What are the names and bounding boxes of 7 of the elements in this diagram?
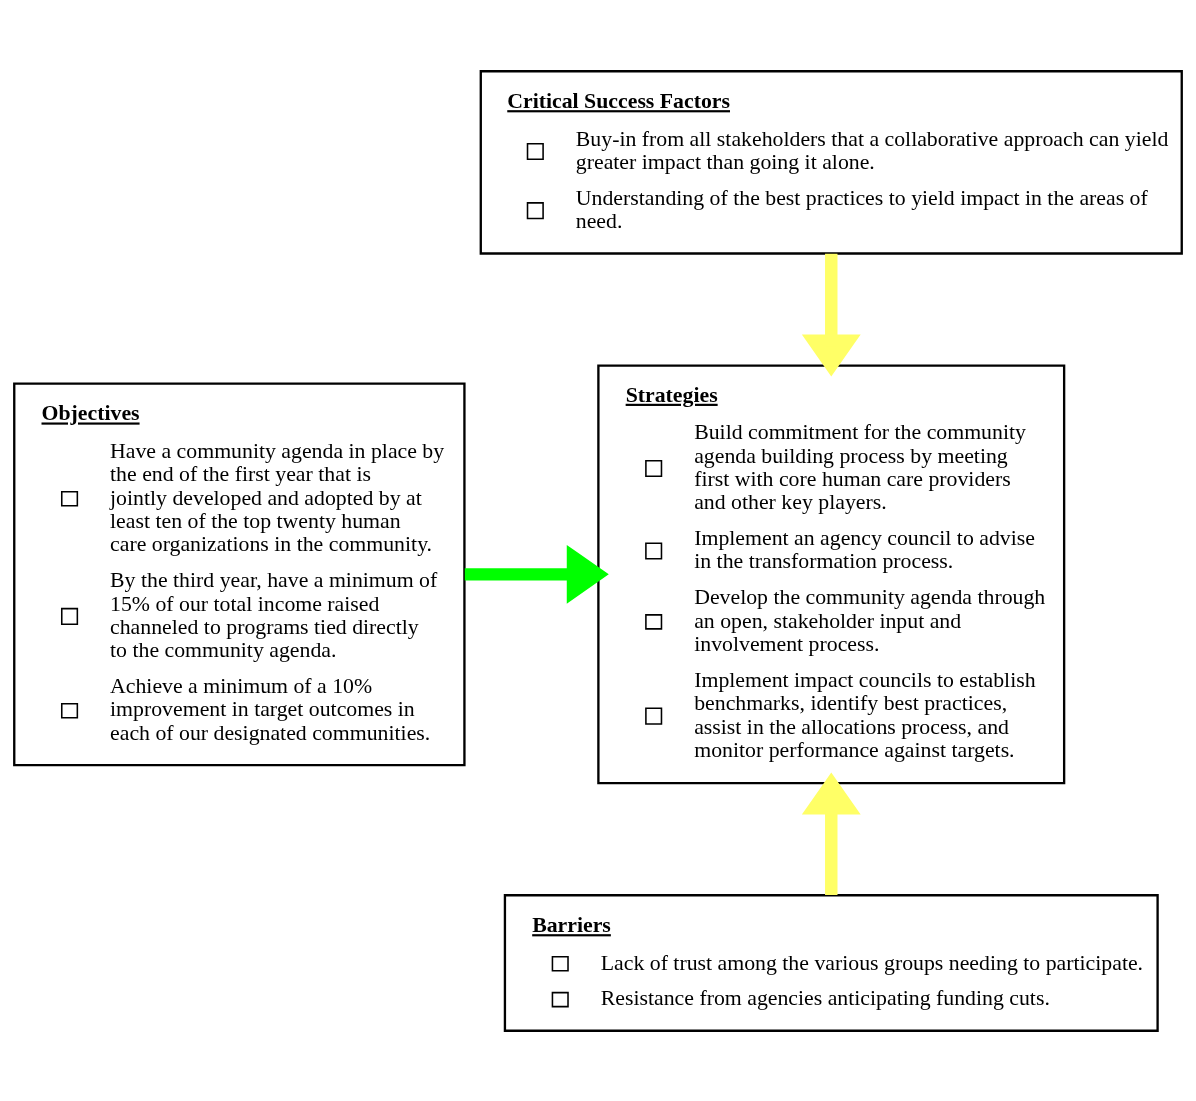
node-box: Strategies Build commitment for the community agenda building process by meeting first with core human care providers and other key players. Implement an agency council to advise in the transformation process. Develop the community agenda through an open, stakeholder input and involvement process. Implement impact councils to establish benchmarks, identify best practices, assist in the allocations process, and monitor performance against targets.: [597, 363, 1066, 784]
node-box: Critical Success Factors Buy-in from all stakeholders that a collaborative approach can yield greater impact than going it alone. Understanding of the best practices to yield impact in the areas of need.: [479, 69, 1183, 255]
arrow: [464, 544, 609, 604]
arrow: [801, 253, 861, 376]
node-box: Objectives Have a community agenda in place by the end of the first year that is jointly developed and adopted by at least ten of the top twenty human care organizations in the community. By the third year, have a minimum of 15% of our total income raised channeled to programs tied directly to the community agenda. Achieve a minimum of a 10% improvement in target outcomes in each of our designated communities.: [13, 381, 466, 766]
node-box: Barriers Lack of trust among the various groups needing to participate. Resistance from agencies anticipating funding cuts.: [503, 893, 1159, 1032]
arrow: [801, 772, 861, 895]
